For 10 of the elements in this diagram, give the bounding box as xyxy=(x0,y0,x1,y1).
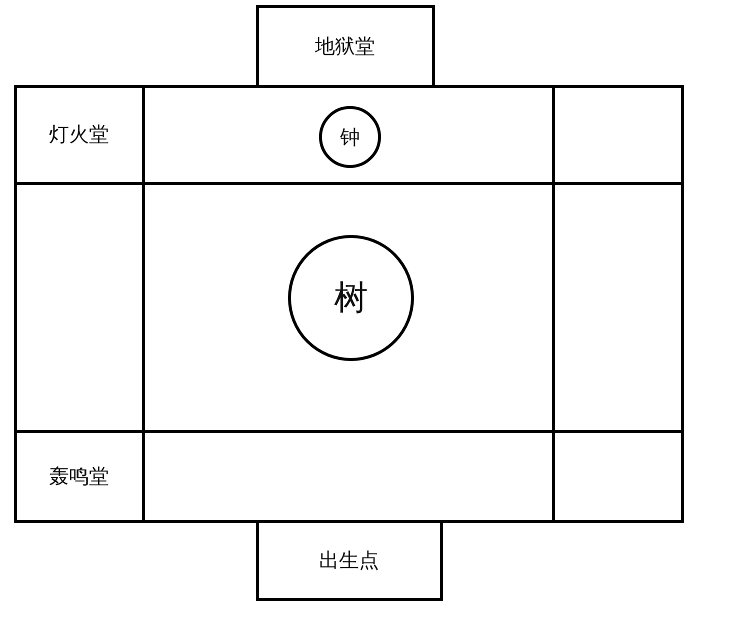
room-box xyxy=(256,4,434,88)
circle-marker xyxy=(288,235,414,361)
circle-label: 钟 xyxy=(340,124,360,150)
room-box xyxy=(14,84,144,184)
circle-marker xyxy=(319,106,381,168)
room-label: 轰鸣堂 xyxy=(49,462,109,490)
room-label: 地狱堂 xyxy=(315,32,375,60)
circle-label: 树 xyxy=(334,277,368,320)
room-label: 出生点 xyxy=(319,546,379,574)
room-label: 灯火堂 xyxy=(49,121,109,148)
